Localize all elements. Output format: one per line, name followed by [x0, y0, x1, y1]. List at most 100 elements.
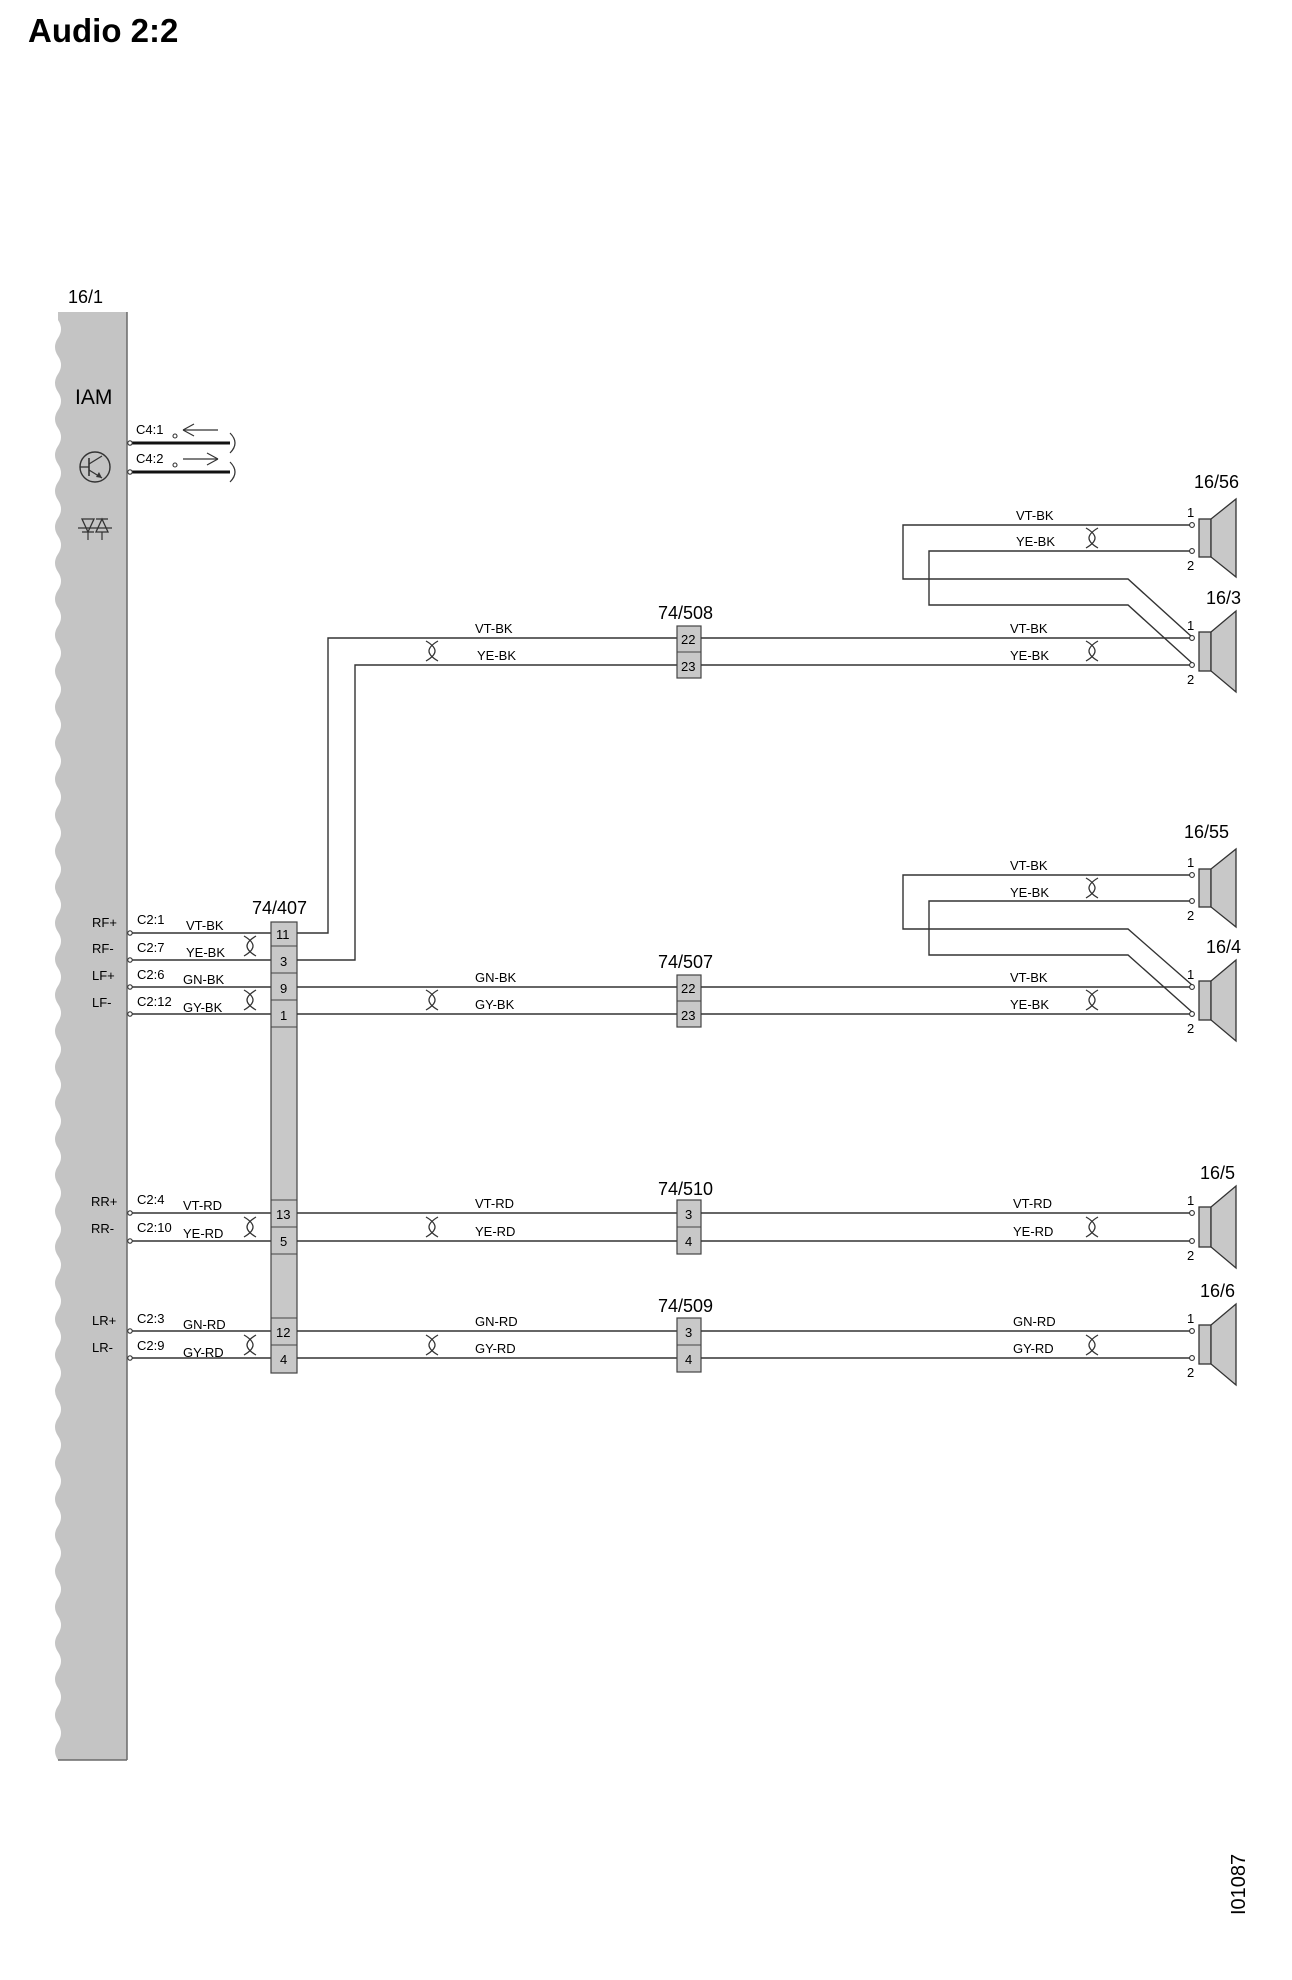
wire-color-label: YE-RD: [1013, 1224, 1053, 1239]
signal-label: LR+: [92, 1313, 116, 1328]
wire-color-label: YE-BK: [1010, 997, 1049, 1012]
circuit-left-rear: GN-RD GY-RD 74/509 3 4 GN-RD GY-RD: [297, 1296, 1192, 1373]
wire-color-label: GY-BK: [183, 1000, 223, 1015]
twist-marker: [1085, 527, 1099, 549]
wire-color-label: VT-BK: [1016, 508, 1054, 523]
pin-label: C2:4: [137, 1192, 164, 1207]
twist-marker: [425, 1334, 439, 1356]
speaker-ref: 16/56: [1194, 472, 1239, 492]
speaker-ref: 16/6: [1200, 1281, 1235, 1301]
speaker-ref: 16/5: [1200, 1163, 1235, 1183]
twist-marker: [425, 1216, 439, 1238]
speaker-icon: [1198, 958, 1237, 1043]
pin-number: 23: [681, 1008, 695, 1023]
page-title: Audio 2:2: [28, 12, 179, 49]
pin-number: 1: [1187, 1311, 1194, 1326]
pin-number: 5: [280, 1234, 287, 1249]
wire-color-label: YE-BK: [1016, 534, 1055, 549]
speaker-ref: 16/3: [1206, 588, 1241, 608]
speaker-icon: [1198, 1302, 1237, 1387]
transistor-icon: [79, 451, 111, 483]
pin-number: 3: [685, 1325, 692, 1340]
pin-number: 4: [685, 1352, 692, 1367]
rear-pin-labels: RR+ C2:4 VT-RD RR- C2:10 YE-RD LR+ C2:3 …: [91, 1192, 226, 1360]
wire-color-label: GY-BK: [475, 997, 515, 1012]
pin-label: C2:9: [137, 1338, 164, 1353]
wire-color-label: VT-RD: [1013, 1196, 1052, 1211]
twist-marker: [1085, 989, 1099, 1011]
speaker-16-4: 16/4 1 2: [1187, 937, 1241, 1043]
wire-color-label: YE-BK: [1010, 885, 1049, 900]
pin-number: 1: [1187, 967, 1194, 982]
signal-label: LF+: [92, 968, 115, 983]
pin-number: 4: [685, 1234, 692, 1249]
pin-label: C2:6: [137, 967, 164, 982]
pin-number: 1: [1187, 855, 1194, 870]
pin-number: 2: [1187, 908, 1194, 923]
speaker-icon: [1198, 609, 1237, 694]
signal-label: LF-: [92, 995, 112, 1010]
document-reference: I01087: [1228, 1853, 1250, 1915]
connector-ref: 74/407: [252, 898, 307, 918]
module-ref: 16/1: [68, 287, 103, 307]
wire-color-label: VT-BK: [1010, 621, 1048, 636]
wire-color-label: GN-RD: [1013, 1314, 1056, 1329]
connector-ref: 74/510: [658, 1179, 713, 1199]
pin-label: C2:10: [137, 1220, 172, 1235]
wire-color-label: VT-RD: [183, 1198, 222, 1213]
signal-label: RF+: [92, 915, 117, 930]
iam-module: 16/1 IAM: [55, 287, 128, 1761]
pin-label: C2:12: [137, 994, 172, 1009]
tweeter-16-56-wiring: VT-BK YE-BK: [902, 508, 1193, 664]
signal-label: LR-: [92, 1340, 113, 1355]
speaker-icon: [1198, 1184, 1237, 1270]
pin-number: 1: [1187, 1193, 1194, 1208]
speaker-ref: 16/4: [1206, 937, 1241, 957]
speaker-16-6: 16/6 1 2: [1187, 1281, 1237, 1387]
pin-label: C4:1: [136, 422, 163, 437]
pin-number: 2: [1187, 672, 1194, 687]
pin-label: C2:7: [137, 940, 164, 955]
wire-color-label: YE-RD: [183, 1226, 223, 1241]
pin-number: 1: [1187, 505, 1194, 520]
twist-marker: [1085, 877, 1099, 899]
pin-number: 12: [276, 1325, 290, 1340]
wire-color-label: YE-BK: [477, 648, 516, 663]
module-to-connector-wires: [127, 930, 271, 1361]
pin-number: 1: [280, 1008, 287, 1023]
wire-color-label: VT-BK: [1010, 970, 1048, 985]
speaker-icon: [1198, 847, 1237, 929]
signal-label: RR+: [91, 1194, 117, 1209]
wire-color-label: GY-RD: [475, 1341, 516, 1356]
twist-marker: [1085, 1334, 1099, 1356]
wire-color-label: GN-BK: [475, 970, 517, 985]
pin-number: 2: [1187, 1248, 1194, 1263]
pin-number: 2: [1187, 558, 1194, 573]
twist-marker: [425, 640, 439, 662]
wire-color-label: VT-BK: [475, 621, 513, 636]
signal-label: RR-: [91, 1221, 114, 1236]
twist-marker: [243, 989, 257, 1011]
pin-label: C2:3: [137, 1311, 164, 1326]
wire-color-label: GN-BK: [183, 972, 225, 987]
wire-color-label: YE-BK: [186, 945, 225, 960]
pin-number: 13: [276, 1207, 290, 1222]
module-name: IAM: [75, 386, 112, 409]
pin-number: 2: [1187, 1021, 1194, 1036]
pin-label: C2:1: [137, 912, 164, 927]
arrow-left-icon: [182, 423, 218, 437]
pin-number: 22: [681, 981, 695, 996]
wire-color-label: VT-BK: [186, 918, 224, 933]
pin-number: 11: [276, 927, 290, 942]
speaker-16-55: 16/55 1 2: [1184, 822, 1237, 929]
wire-color-label: YE-BK: [1010, 648, 1049, 663]
wire-color-label: VT-BK: [1010, 858, 1048, 873]
c4-connector-group: C4:1 C4:2: [127, 422, 236, 483]
wire-color-label: GN-RD: [475, 1314, 518, 1329]
twist-marker: [1085, 1216, 1099, 1238]
signal-label: RF-: [92, 941, 114, 956]
tweeter-16-55-wiring: VT-BK YE-BK: [902, 858, 1193, 1013]
circuit-left-front: GN-BK GY-BK 74/507 22 23 VT-BK YE-BK: [297, 952, 1192, 1028]
speaker-icon: [1198, 497, 1237, 579]
